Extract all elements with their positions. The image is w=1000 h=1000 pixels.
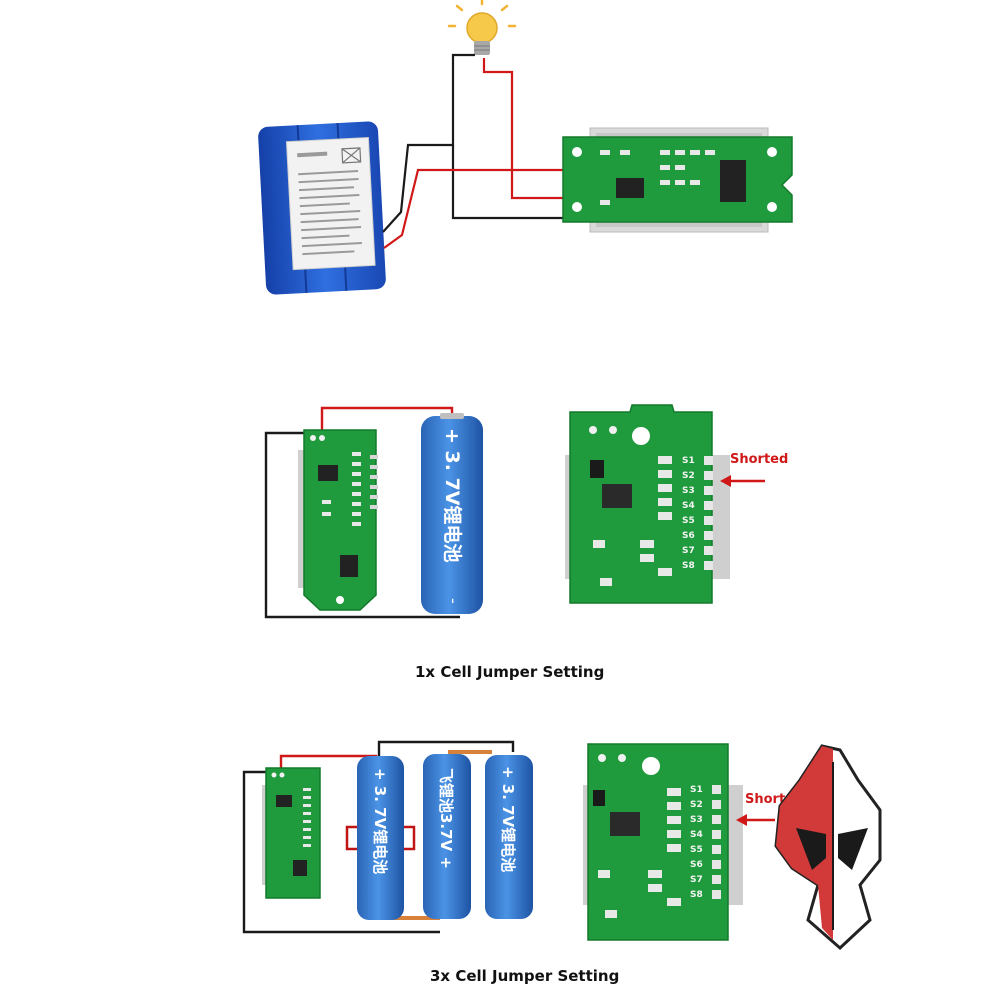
battery-cell-3x-3: + 3. 7V锂电池 — [485, 755, 533, 919]
shorted-label: Shorted — [730, 452, 788, 467]
jumper-pad-label: S3 — [690, 815, 703, 825]
jumper-pad-label: S3 — [682, 486, 695, 496]
shorted-annotation-1x: Shorted — [720, 452, 788, 487]
jumper-pad-label: S7 — [690, 875, 703, 885]
jumper-pad — [704, 561, 713, 570]
jumper-pad — [712, 815, 721, 824]
jumper-pad-label: S4 — [682, 501, 695, 511]
jumper-pad — [704, 486, 713, 495]
battery-cell-3x-2: 飞锂池3.7V + — [423, 754, 471, 919]
jumper-pad-label: S1 — [682, 456, 695, 466]
jumper-pad — [704, 546, 713, 555]
jumper-pad — [704, 471, 713, 480]
jumper-pad — [704, 456, 713, 465]
jumper-pad — [704, 516, 713, 525]
jumper-pad — [712, 830, 721, 839]
jumper-pad-label: S8 — [690, 890, 703, 900]
jumper-pad — [712, 860, 721, 869]
jumper-pad — [712, 785, 721, 794]
jumper-pad-label: S8 — [682, 561, 695, 571]
jumper-pad — [712, 845, 721, 854]
cell-label-flipped: 飞锂池3.7V + — [437, 768, 455, 869]
jumper-pad — [704, 501, 713, 510]
jumper-pad-label: S7 — [682, 546, 695, 556]
top-wiring — [382, 53, 568, 249]
indicator-board-1x — [298, 429, 378, 611]
cell-label: + 3. 7V锂电池 — [371, 768, 389, 874]
indicator-board-top — [562, 127, 793, 233]
jumper-pad-label: S6 — [690, 860, 703, 870]
jumper-pad — [712, 875, 721, 884]
battery-cell-1x: + 3. 7V锂电池 - — [421, 413, 483, 614]
jumper-pad-label: S5 — [690, 845, 703, 855]
jumper-pad-label: S5 — [682, 516, 695, 526]
jumper-pad-label: S2 — [682, 471, 695, 481]
jumper-pad — [712, 890, 721, 899]
cell-label: + 3. 7V锂电池 — [441, 428, 464, 563]
jumper-pad-label: S4 — [690, 830, 703, 840]
jumper-pad — [712, 800, 721, 809]
jumper-pad-label: S6 — [682, 531, 695, 541]
jumper-pad-label: S2 — [690, 800, 703, 810]
caption-1x: 1x Cell Jumper Setting — [415, 663, 604, 681]
cell-minus: - — [444, 598, 463, 604]
jumper-pad — [704, 531, 713, 540]
cell-label: + 3. 7V锂电池 — [499, 766, 517, 872]
jumper-pad-label: S1 — [690, 785, 703, 795]
battery-pack — [258, 121, 386, 295]
spartan-helmet-logo — [774, 744, 882, 951]
light-bulb-icon — [447, 0, 517, 55]
caption-3x: 3x Cell Jumper Setting — [430, 967, 619, 985]
battery-cell-3x-1: + 3. 7V锂电池 — [357, 756, 404, 920]
indicator-board-3x — [262, 767, 321, 899]
